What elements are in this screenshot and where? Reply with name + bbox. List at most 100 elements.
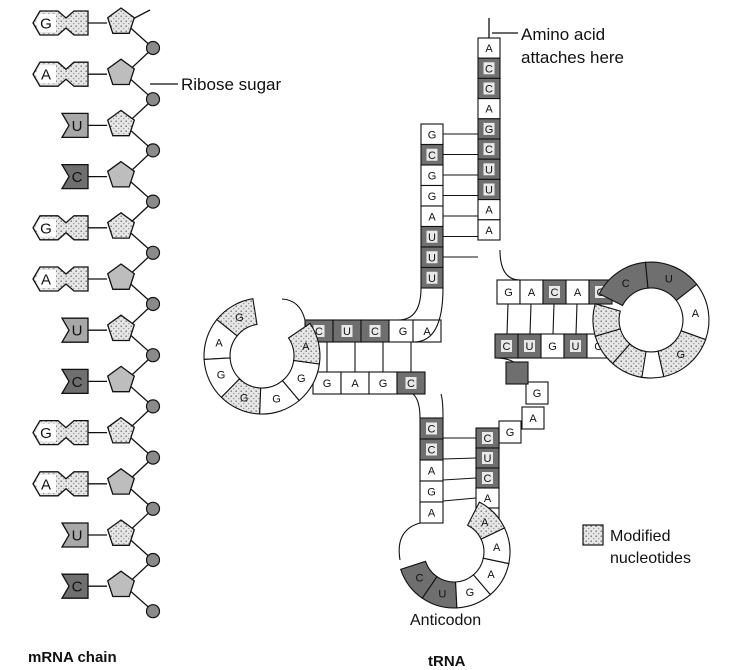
mrna-base-letter: G [40,425,52,442]
modified-label-2: nucleotides [610,550,691,567]
svg-text:U: U [484,453,492,465]
phosphate-group [147,554,160,567]
amino-acid-label-2: attaches here [521,48,624,67]
acceptor-5prime-base: A [421,206,443,227]
anticodon-stem-base-pair [443,498,476,501]
mrna-nucleotide: U [62,110,160,156]
trna-loop-base: G [658,331,706,377]
phosphate-group [147,246,160,259]
t-stem-base: G [541,334,564,358]
amino-acid-label-1: Amino acid [521,25,605,44]
phosphate-group [147,144,160,157]
mrna-base-letter: G [40,16,52,33]
variable-loop-base: G [526,382,548,404]
svg-text:G: G [504,287,513,299]
acceptor-5prime-base: G [421,124,443,145]
svg-text:A: A [428,211,436,223]
svg-text:G: G [379,378,388,390]
variable-loop-base: A [522,407,544,429]
svg-text:U: U [438,588,446,600]
svg-text:C: C [407,378,415,390]
anticodon-label: Anticodon [410,612,481,629]
mrna-base-letter: G [40,220,52,237]
acceptor-3prime-base: C [478,78,500,98]
svg-text:G: G [533,388,542,400]
ribose-sugar [108,59,135,84]
t-stem-base: U [518,334,541,358]
anticodon-stem-base: A [420,502,443,523]
svg-text:A: A [351,378,359,390]
acceptor-3prime-base: A [478,220,500,240]
svg-text:U: U [665,274,673,286]
anticodon-stem-base: G [420,481,443,502]
svg-text:C: C [485,63,493,75]
svg-text:U: U [485,164,493,176]
svg-text:A: A [485,43,493,55]
svg-text:A: A [485,205,493,217]
anticodon-stem-base: C [420,439,443,460]
svg-text:C: C [428,150,436,162]
acceptor-3prime-base: C [478,139,500,159]
phosphate-group [147,195,160,208]
phosphate-group [147,349,160,362]
t-stem-base: C [495,334,518,358]
t-stem-base: U [564,334,587,358]
svg-text:A: A [485,225,493,237]
svg-text:A: A [481,517,489,529]
trna-molecule: ACCAGCUUAAGCGGAUUUCUCGAGAGCGAGGGGAGACACC… [204,18,709,608]
svg-text:A: A [487,569,495,581]
mrna-nucleotide: U [62,315,160,362]
svg-text:G: G [485,124,494,136]
svg-text:G: G [235,312,244,324]
svg-text:U: U [428,273,436,285]
svg-text:G: G [427,487,436,499]
mrna-base-letter: C [72,169,83,186]
acceptor-5prime-base: G [421,165,443,186]
svg-text:G: G [323,378,332,390]
mrna-nucleotide: C [62,366,160,413]
svg-text:C: C [416,573,424,585]
acceptor-3prime-base: C [478,58,500,78]
svg-text:C: C [622,278,630,290]
svg-text:C: C [484,473,492,485]
ribose-sugar [108,418,135,443]
svg-text:G: G [272,394,281,406]
svg-text:G: G [506,427,515,439]
mrna-chain-caption: mRNA chain [28,649,117,666]
acceptor-5prime-base: U [421,268,443,289]
svg-text:C: C [485,144,493,156]
mrna-base-letter: U [72,323,83,340]
modified-nucleotide-swatch [583,525,603,545]
acceptor-5prime-base: U [421,247,443,268]
d-stem-base: U [333,320,361,342]
svg-text:G: G [428,129,437,141]
svg-text:A: A [428,508,436,520]
variable-loop-base: G [499,421,521,443]
ribose-sugar [108,571,135,596]
mrna-nucleotide: U [62,520,160,567]
d-stem-base: C [361,320,389,342]
acceptor-3prime-base: U [478,159,500,179]
svg-text:A: A [493,542,501,554]
mrna-nucleotide: A [33,469,160,516]
acceptor-3prime-base: G [478,119,500,139]
svg-text:U: U [572,341,580,353]
mrna-base-letter: A [41,272,51,289]
mrna-base-letter: A [41,476,51,493]
mrna-base-letter: C [72,579,83,596]
mrna-nucleotide: C [62,162,160,209]
mrna-chain: GAUCGAUCGAUC [33,8,160,618]
svg-text:A: A [529,413,537,425]
anticodon-stem-base: U [476,448,499,468]
t-stem-base-pair [530,304,531,334]
mrna-base-letter: C [72,374,83,391]
svg-text:G: G [399,326,408,338]
svg-text:G: G [548,341,557,353]
phosphate-group [147,451,160,464]
svg-text:U: U [428,252,436,264]
svg-text:C: C [371,326,379,338]
mrna-nucleotide: G [33,418,160,465]
d-stem-base: G [369,372,397,394]
acceptor-3prime-base: U [478,179,500,199]
svg-text:G: G [466,587,475,599]
